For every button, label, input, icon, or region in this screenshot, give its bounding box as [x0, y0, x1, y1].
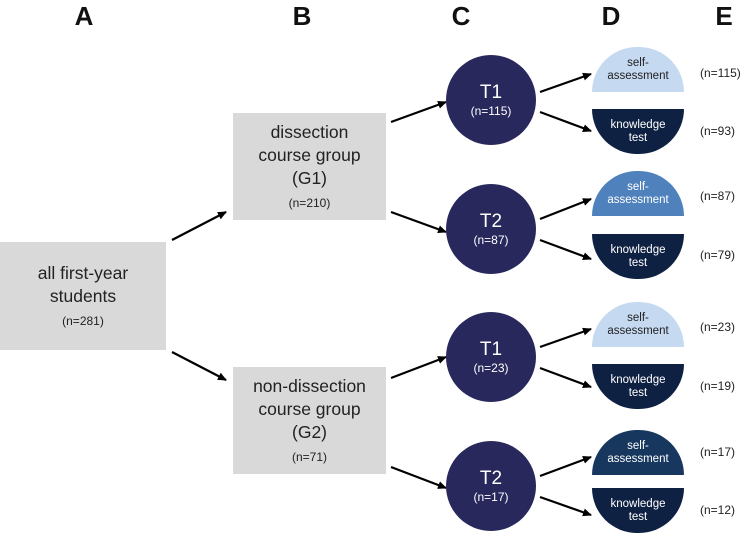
g2-t2-knowledge-test-label: knowledge test — [610, 497, 666, 523]
arrow-start-to-g1 — [171, 211, 227, 241]
arrow-g2t2-to-self — [539, 455, 592, 478]
group-g2-line1: non-dissection — [253, 376, 366, 396]
arrow-g1t2-to-self — [539, 197, 592, 221]
g1-t2-self-assessment-label: self- assessment — [607, 180, 669, 206]
g2-t1-self-assessment-label: self- assessment — [607, 311, 669, 337]
g1-t2-knowledge-test-count: (n=79) — [700, 248, 736, 262]
arrow-g2-to-t1 — [390, 355, 447, 380]
all-students-box: all first-year students (n=281) — [0, 242, 166, 350]
column-header-c: C — [451, 1, 471, 31]
all-students-count: (n=281) — [62, 314, 104, 328]
g1-t1-self-assessment-count: (n=115) — [700, 66, 741, 80]
g2-t1-self-assessment-count: (n=23) — [700, 320, 736, 334]
g1-t1-knowledge-test-count: (n=93) — [700, 124, 736, 138]
group-g1-line3: (G1) — [292, 168, 327, 188]
g2-t2-self-assessment-label: self- assessment — [607, 439, 669, 465]
g1-t1-label: T1 — [479, 81, 503, 103]
g2-t2-label: T2 — [479, 467, 503, 489]
g2-t2-count: (n=17) — [473, 489, 509, 504]
group-g1-line1: dissection — [270, 122, 349, 142]
arrow-g2t2-to-test — [539, 495, 592, 517]
g1-t1-circle: T1 (n=115) — [446, 55, 536, 145]
g1-t2-label: T2 — [479, 210, 503, 232]
g1-t1-count: (n=115) — [470, 103, 512, 118]
group-g2-line3: (G2) — [292, 422, 327, 442]
g2-t2-knowledge-test-count: (n=12) — [700, 503, 736, 517]
g2-t1-label: T1 — [479, 338, 503, 360]
g2-t1-circle: T1 (n=23) — [446, 312, 536, 402]
column-header-e: E — [715, 1, 733, 31]
arrow-g1-to-t1 — [390, 100, 447, 124]
g1-t2-self-assessment-count: (n=87) — [700, 189, 736, 203]
group-g2-box: non-dissection course group (G2) (n=71) — [233, 367, 386, 474]
group-g1-line2: course group — [258, 145, 361, 165]
arrow-g2t1-to-self — [539, 327, 592, 349]
arrow-g1-to-t2 — [390, 210, 447, 234]
g1-t2-knowledge-test-label: knowledge test — [610, 243, 666, 269]
group-g2-line2: course group — [258, 399, 361, 419]
arrow-g2t1-to-test — [539, 366, 592, 389]
g2-t1-knowledge-test-label: knowledge test — [610, 373, 666, 399]
group-g1-box: dissection course group (G1) (n=210) — [233, 113, 386, 220]
g2-t2-self-assessment-count: (n=17) — [700, 445, 736, 459]
column-header-a: A — [74, 1, 94, 31]
arrow-g1t1-to-self — [539, 72, 592, 94]
arrow-g1t1-to-test — [539, 110, 592, 133]
g1-t2-count: (n=87) — [473, 232, 509, 247]
group-g2-count: (n=71) — [291, 450, 328, 464]
arrow-g1t2-to-test — [539, 238, 592, 261]
g1-t1-knowledge-test-label: knowledge test — [610, 118, 666, 144]
column-header-b: B — [292, 1, 312, 31]
g2-t1-count: (n=23) — [473, 360, 509, 375]
group-g1-count: (n=210) — [288, 196, 331, 210]
g1-t2-circle: T2 (n=87) — [446, 184, 536, 274]
g1-t1-self-assessment-label: self- assessment — [607, 56, 669, 82]
column-header-d: D — [601, 1, 621, 31]
arrow-start-to-g2 — [171, 351, 227, 381]
arrow-g2-to-t2 — [390, 465, 447, 490]
all-students-label: all first-year students — [37, 263, 129, 306]
g2-t1-knowledge-test-count: (n=19) — [700, 379, 736, 393]
g2-t2-circle: T2 (n=17) — [446, 441, 536, 531]
